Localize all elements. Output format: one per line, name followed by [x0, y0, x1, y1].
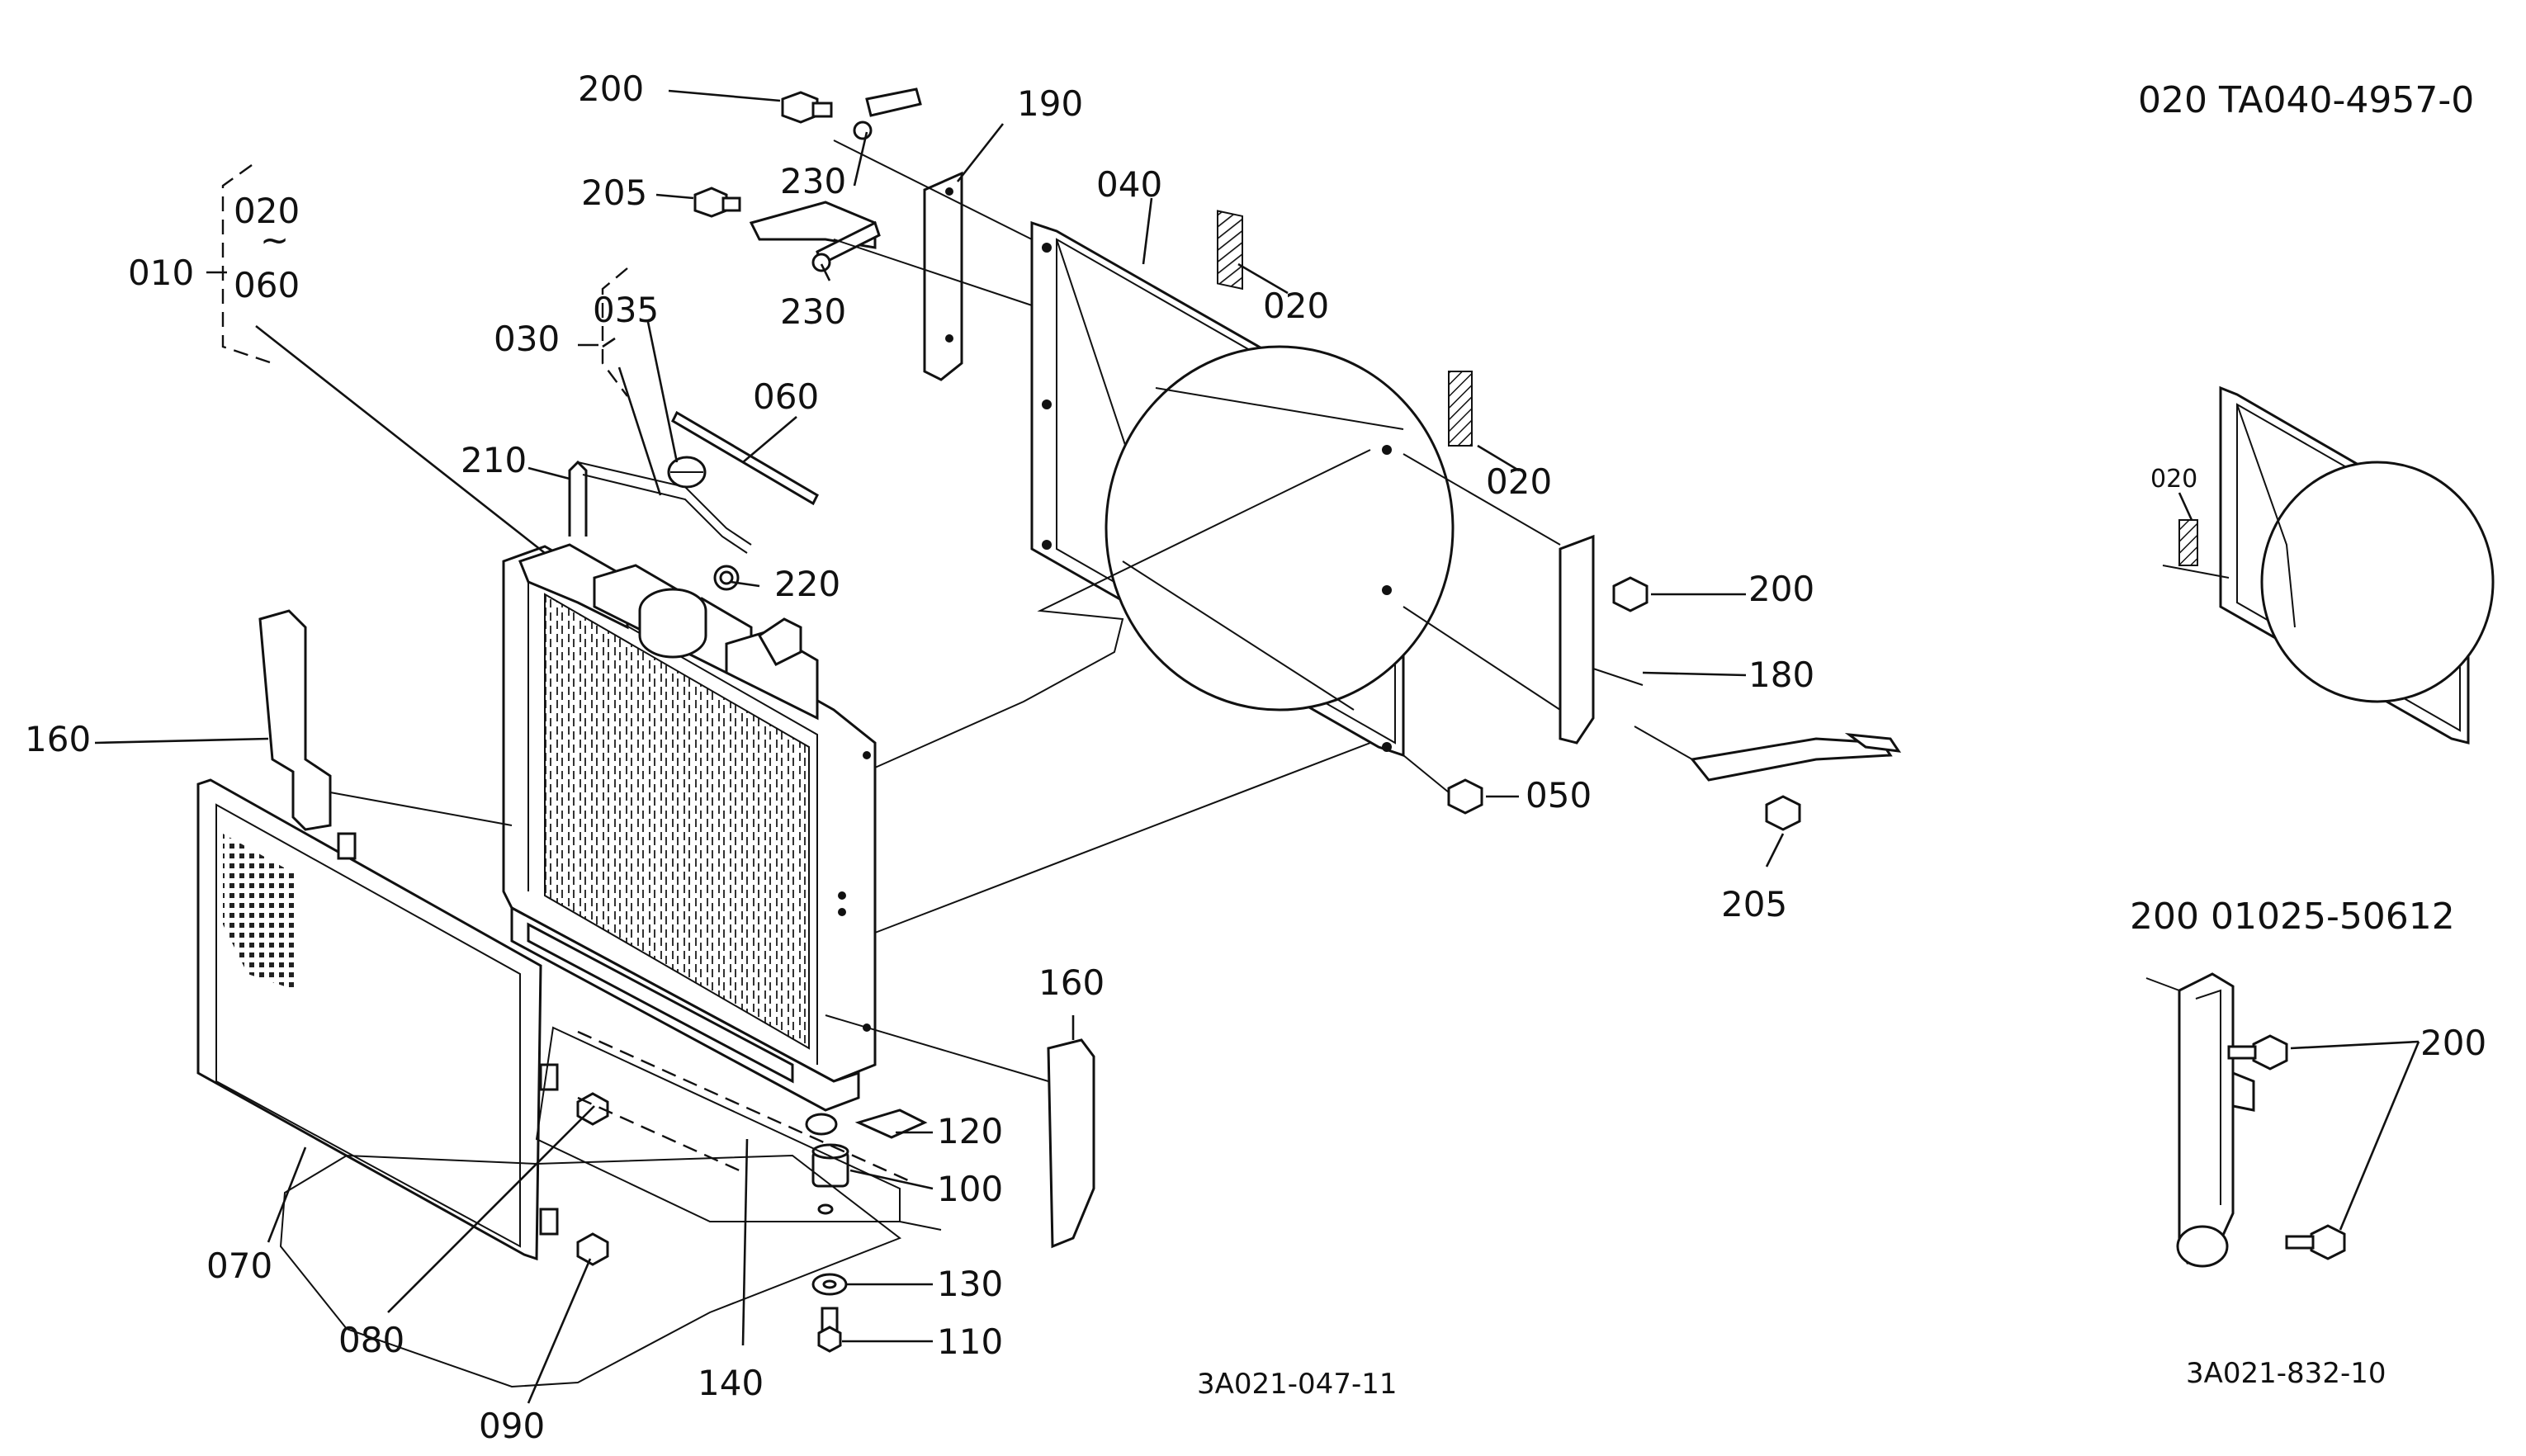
mount-bracket-120	[805, 1109, 928, 1139]
radiator-core	[502, 543, 877, 1112]
label-140: 140	[698, 1363, 764, 1403]
bolt-110	[817, 1307, 842, 1353]
label-tilde: ~	[260, 220, 289, 260]
label-130: 130	[937, 1264, 1003, 1304]
label-160-b: 160	[1038, 962, 1105, 1003]
bolt-090	[576, 1232, 609, 1266]
fan-shroud	[1030, 220, 1455, 758]
label-050: 050	[1526, 775, 1592, 815]
label-110: 110	[937, 1321, 1003, 1362]
header-bolt-code: 200 01025-50612	[2130, 896, 2455, 938]
baffle-left	[258, 609, 332, 831]
label-090: 090	[479, 1406, 545, 1446]
drawing-number-detail: 3A021-832-10	[2186, 1357, 2386, 1390]
label-020-c: 020	[1486, 461, 1552, 502]
bottom-plate	[535, 1026, 942, 1231]
rubber-mount-100	[811, 1143, 849, 1215]
label-205-a: 205	[581, 173, 647, 213]
leader-lines	[94, 89, 1785, 1404]
inset-bracket	[2145, 972, 2420, 1268]
label-040: 040	[1096, 164, 1162, 205]
header-part-code: 020 TA040-4957-0	[2138, 79, 2474, 121]
seal-pad-lower	[1448, 371, 1473, 447]
label-inset-020: 020	[2150, 465, 2197, 494]
seal-pad-upper	[1217, 210, 1243, 291]
label-100: 100	[937, 1169, 1003, 1209]
hose-clamp	[713, 565, 740, 591]
label-inset-200: 200	[2420, 1023, 2486, 1063]
overflow-hose	[568, 460, 752, 554]
label-020-a: 020	[234, 191, 300, 231]
label-220: 220	[774, 564, 840, 604]
bolt-top-205	[693, 187, 741, 218]
label-190: 190	[1017, 83, 1083, 124]
label-210: 210	[461, 440, 527, 480]
bolt-right-200	[1612, 576, 1649, 612]
bracket-lower	[1559, 534, 1644, 745]
label-010: 010	[128, 253, 194, 293]
seal-strip	[671, 410, 819, 506]
label-180: 180	[1748, 655, 1814, 695]
label-200-b: 200	[1748, 569, 1814, 609]
label-035: 035	[593, 290, 659, 330]
label-200-a: 200	[578, 69, 644, 109]
radiator-cap	[667, 456, 707, 489]
label-120: 120	[937, 1111, 1003, 1151]
washer-130	[811, 1273, 848, 1296]
label-060-b: 060	[753, 376, 819, 417]
plug-050	[1447, 778, 1483, 815]
baffle-right	[1047, 1038, 1095, 1249]
label-080: 080	[338, 1320, 404, 1360]
inset-seal-pad	[2178, 519, 2198, 566]
label-160-a: 160	[25, 719, 91, 759]
label-020-b: 020	[1263, 286, 1329, 326]
label-205-b: 205	[1721, 884, 1787, 924]
label-070: 070	[206, 1246, 272, 1286]
label-230-a: 230	[780, 161, 846, 201]
stay-right	[1690, 732, 1902, 782]
label-060-a: 060	[234, 265, 300, 305]
bolt-top-200	[781, 91, 833, 124]
label-030: 030	[494, 319, 560, 359]
bolt-right-205	[1765, 795, 1801, 831]
label-230-b: 230	[780, 291, 846, 332]
inset-shroud	[2162, 385, 2495, 745]
front-screen	[196, 778, 559, 1261]
drawing-number-main: 3A021-047-11	[1197, 1368, 1397, 1401]
